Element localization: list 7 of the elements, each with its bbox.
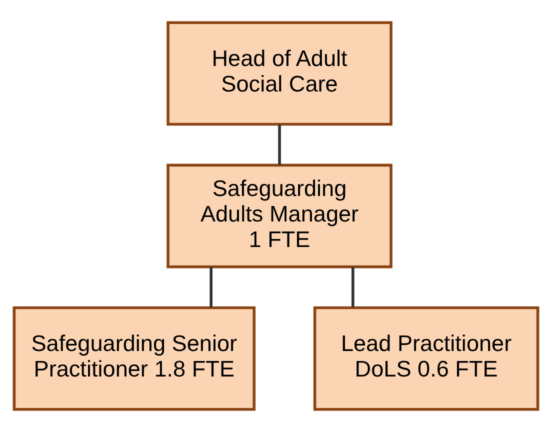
connector <box>352 267 354 308</box>
connector <box>278 124 281 165</box>
connector <box>210 267 212 308</box>
node-box: Lead Practitioner DoLS 0.6 FTE <box>313 306 540 411</box>
node-box: Head of Adult Social Care <box>166 21 392 126</box>
node-box: Safeguarding Adults Manager 1 FTE <box>166 164 392 268</box>
node-box: Safeguarding Senior Practitioner 1.8 FTE <box>12 306 256 411</box>
